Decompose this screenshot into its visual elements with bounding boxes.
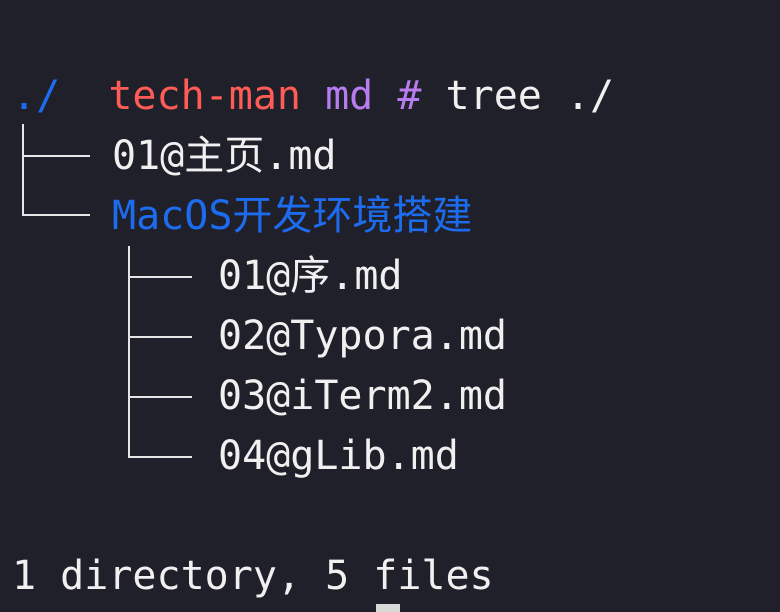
prompt-user: tech-man xyxy=(108,73,301,119)
tree-summary: 1 directory, 5 files xyxy=(12,553,494,599)
terminal-cursor xyxy=(376,604,400,612)
tree-item-file[interactable]: 01@序.md xyxy=(218,253,403,299)
tree-connector xyxy=(22,214,90,216)
prompt-symbol: # xyxy=(397,73,422,119)
tree-item-file[interactable]: 04@gLib.md xyxy=(218,433,459,479)
tree-connector xyxy=(128,396,192,398)
tree-item-file[interactable]: 02@Typora.md xyxy=(218,313,507,359)
tree-connector xyxy=(128,246,130,458)
tree-root[interactable]: ./ xyxy=(12,73,61,119)
tree-connector xyxy=(22,155,90,157)
tree-connector xyxy=(128,336,192,338)
prompt-cwd: md xyxy=(325,73,374,119)
tree-connector xyxy=(22,124,24,216)
tree-connector xyxy=(128,276,192,278)
tree-item-file[interactable]: 03@iTerm2.md xyxy=(218,373,507,419)
tree-item-directory[interactable]: MacOS开发环境搭建 xyxy=(112,193,473,239)
prompt-command: tree ./ xyxy=(445,73,615,119)
tree-connector xyxy=(128,456,192,458)
tree-item-file[interactable]: 01@主页.md xyxy=(112,133,337,179)
prompt-line: tech-man md # tree ./ xyxy=(12,6,614,119)
